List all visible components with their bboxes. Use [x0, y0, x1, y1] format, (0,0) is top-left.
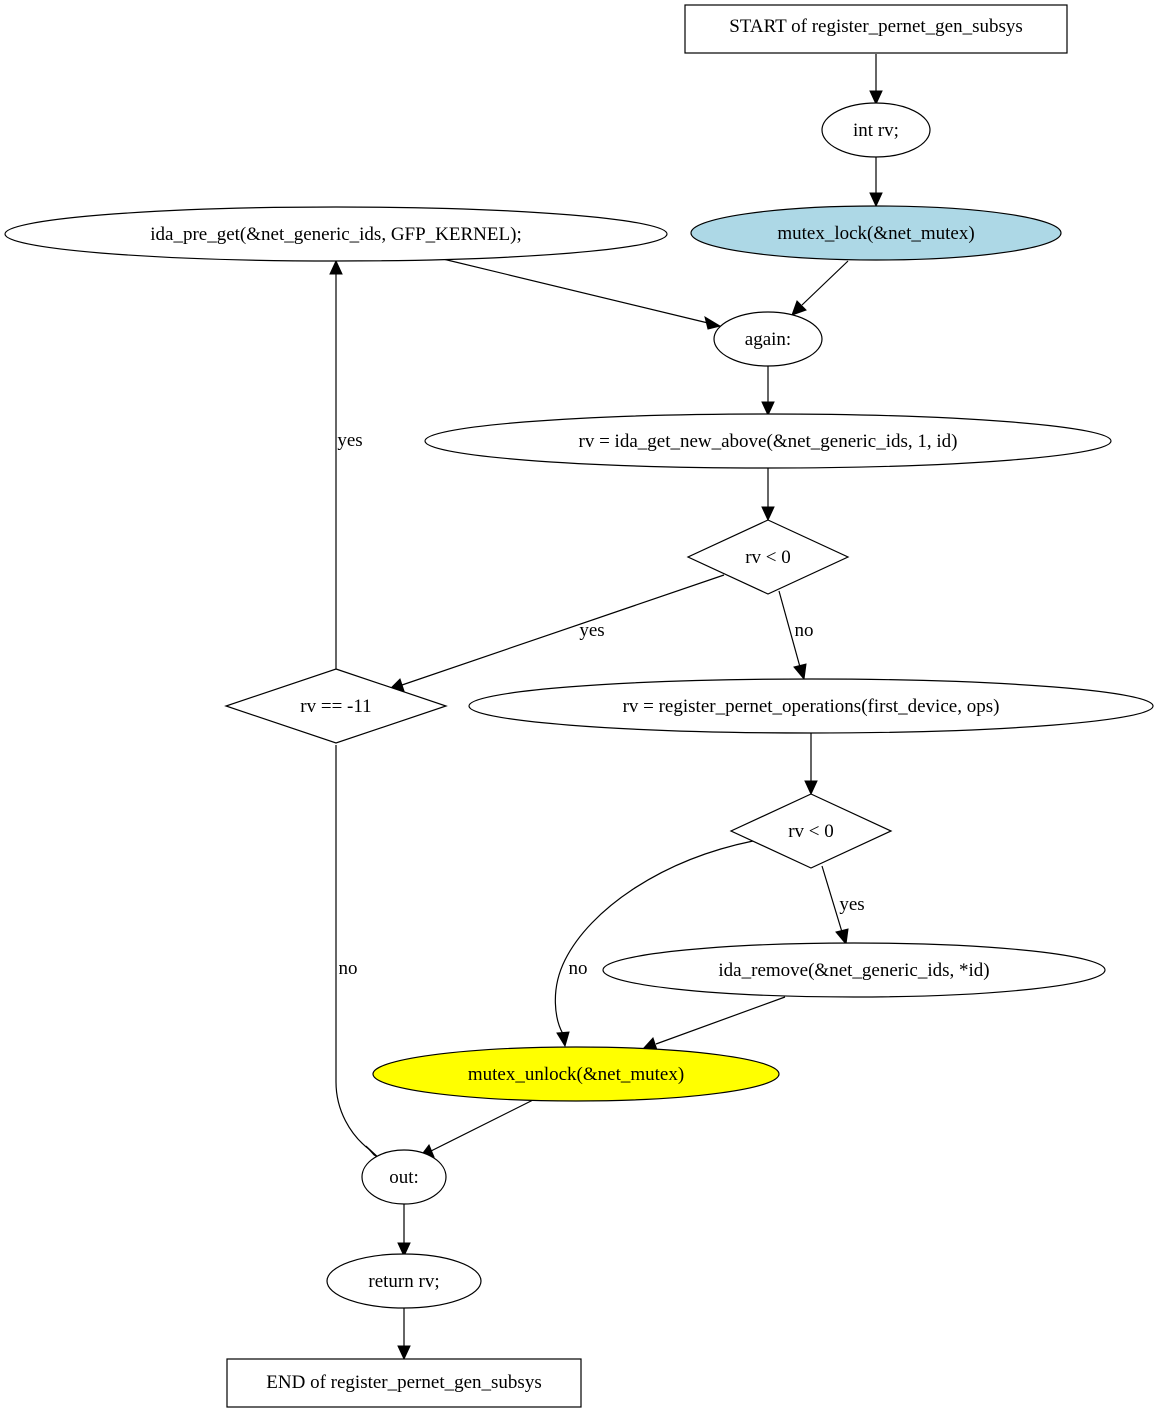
start-node: START of register_pernet_gen_subsys: [684, 4, 1068, 54]
arrowhead: [835, 928, 849, 946]
arrowhead: [761, 506, 775, 522]
edge-labels: yes yes no yes no no: [337, 430, 864, 979]
edge-label-cond1-no: no: [795, 620, 814, 641]
edge-label-cond2-yes: yes: [839, 894, 864, 915]
arrowhead: [329, 259, 343, 275]
edge-eagain-to-out: [335, 745, 371, 1151]
arrowhead: [397, 1242, 411, 1258]
edge-label-eagain-no: no: [339, 958, 358, 979]
again-ellipse: [713, 311, 823, 367]
pre-get-node: ida_pre_get(&net_generic_ids, GFP_KERNEL…: [4, 206, 668, 262]
return-label: return rv;: [368, 1271, 439, 1292]
cond1-label: rv < 0: [745, 547, 791, 568]
end-node: END of register_pernet_gen_subsys: [226, 1358, 582, 1408]
edge-lock-to-again: [801, 260, 849, 306]
edge-cond1-to-register: [778, 590, 801, 668]
decl-label: int rv;: [853, 120, 899, 141]
decl-node: int rv;: [821, 102, 931, 158]
end-label: END of register_pernet_gen_subsys: [266, 1372, 541, 1393]
start-box: [684, 4, 1068, 54]
arrowhead: [804, 780, 818, 796]
cond2-node: rv < 0: [729, 793, 893, 869]
lock-label: mutex_lock(&net_mutex): [777, 223, 974, 244]
arrowhead: [869, 90, 883, 106]
again-node: again:: [713, 311, 823, 367]
eagain-node: rv == -11: [224, 668, 448, 744]
edge-label-eagain-yes: yes: [337, 430, 362, 451]
return-ellipse: [326, 1253, 482, 1309]
edge-unlock-to-out: [430, 1099, 534, 1152]
get-new-label: rv = ida_get_new_above(&net_generic_ids,…: [579, 431, 958, 452]
edge-label-cond1-yes: yes: [579, 620, 604, 641]
edges: [329, 54, 883, 1361]
start-label: START of register_pernet_gen_subsys: [729, 16, 1023, 37]
arrowhead: [397, 1345, 411, 1361]
eagain-label: rv == -11: [300, 696, 371, 717]
unlock-ellipse: [372, 1046, 780, 1102]
edge-remove-to-unlock: [655, 996, 786, 1045]
get-new-ellipse: [424, 413, 1112, 469]
nodes: START of register_pernet_gen_subsys int …: [4, 4, 1154, 1408]
arrowhead: [869, 192, 883, 208]
out-ellipse: [361, 1149, 447, 1205]
unlock-label: mutex_unlock(&net_mutex): [468, 1064, 684, 1085]
remove-ellipse: [602, 942, 1106, 998]
lock-ellipse: [690, 205, 1062, 261]
again-label: again:: [745, 329, 791, 350]
remove-node: ida_remove(&net_generic_ids, *id): [602, 942, 1106, 998]
register-ops-ellipse: [468, 678, 1154, 734]
pre-get-label: ida_pre_get(&net_generic_ids, GFP_KERNEL…: [150, 224, 521, 245]
arrowhead: [704, 315, 722, 330]
end-box: [226, 1358, 582, 1408]
return-node: return rv;: [326, 1253, 482, 1309]
get-new-node: rv = ida_get_new_above(&net_generic_ids,…: [424, 413, 1112, 469]
lock-node: mutex_lock(&net_mutex): [690, 205, 1062, 261]
edge-cond2-to-unlock: [554, 840, 754, 1035]
edge-label-cond2-no: no: [569, 958, 588, 979]
remove-label: ida_remove(&net_generic_ids, *id): [718, 960, 989, 981]
cond2-label: rv < 0: [788, 821, 834, 842]
eagain-diamond: [224, 668, 448, 744]
edge-cond1-to-eagain: [401, 574, 725, 686]
out-label: out:: [389, 1167, 419, 1188]
cond1-diamond: [686, 519, 850, 595]
decl-ellipse: [821, 102, 931, 158]
edge-pre-get-to-again: [442, 258, 709, 324]
cond2-diamond: [729, 793, 893, 869]
out-node: out:: [361, 1149, 447, 1205]
arrowhead: [793, 663, 807, 681]
arrowhead: [556, 1031, 570, 1048]
arrowhead: [791, 300, 807, 316]
arrowhead: [761, 401, 775, 417]
register-ops-node: rv = register_pernet_operations(first_de…: [468, 678, 1154, 734]
unlock-node: mutex_unlock(&net_mutex): [372, 1046, 780, 1102]
pre-get-ellipse: [4, 206, 668, 262]
edge-cond2-to-remove: [821, 865, 843, 933]
cond1-node: rv < 0: [686, 519, 850, 595]
register-ops-label: rv = register_pernet_operations(first_de…: [623, 696, 1000, 717]
